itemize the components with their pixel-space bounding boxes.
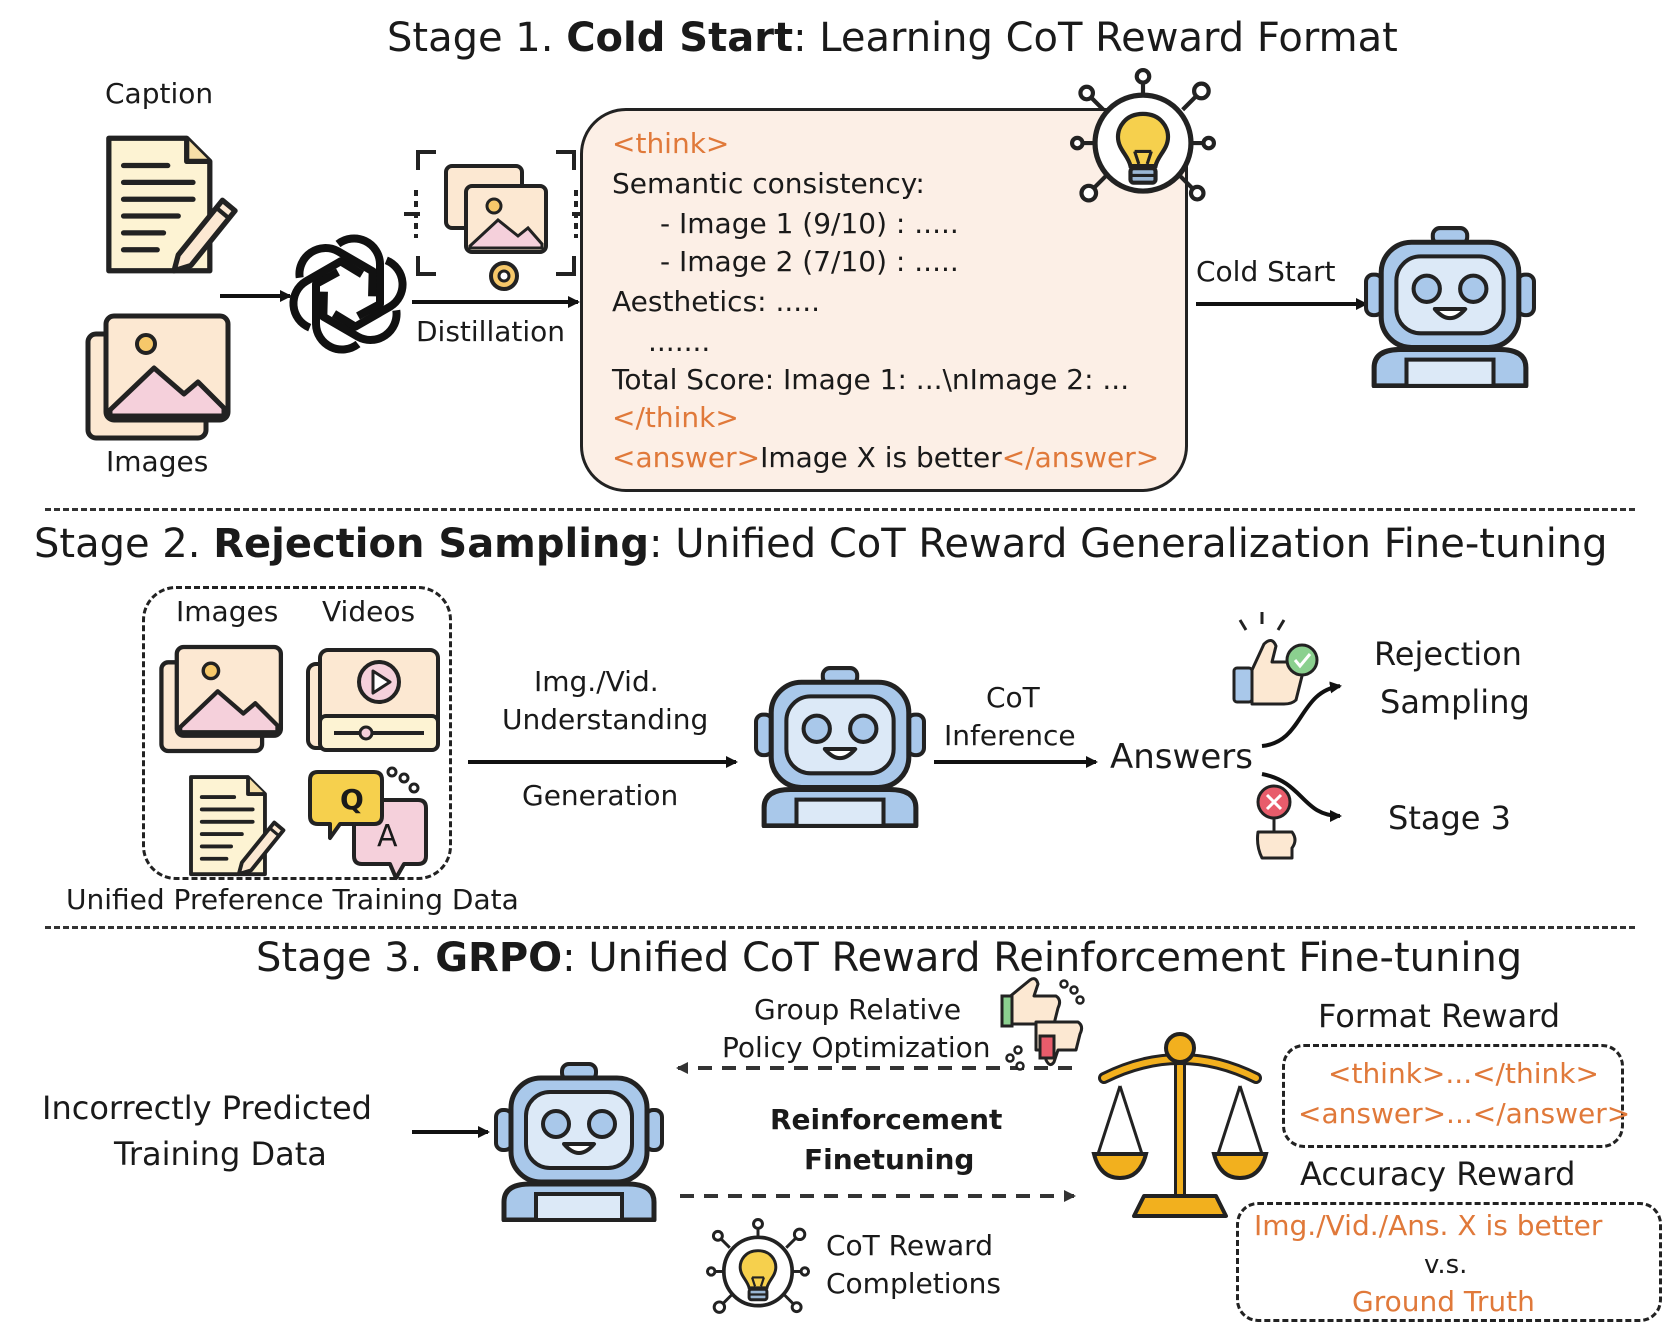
- answers-label: Answers: [1110, 737, 1253, 777]
- gpt-logo-icon: [289, 234, 407, 354]
- image1-score-line: - Image 1 (9/10) : .....: [660, 207, 959, 240]
- thumbs-up-down-icon: [1000, 977, 1085, 1071]
- stage1-title: Stage 1. Cold Start: Learning CoT Reward…: [387, 15, 1398, 61]
- lightbulb-network-icon: [1070, 68, 1216, 214]
- grpo-label-2: Policy Optimization: [722, 1031, 991, 1064]
- think-close-tag: </think>: [612, 401, 739, 434]
- input-label-1: Incorrectly Predicted: [42, 1089, 372, 1127]
- accuracy-ground-truth-line: Ground Truth: [1352, 1285, 1535, 1318]
- format-reward-label: Format Reward: [1318, 997, 1561, 1035]
- stage2-videos-label: Videos: [322, 595, 416, 628]
- completions-label-2: Completions: [826, 1267, 1001, 1300]
- qa-a-letter: A: [377, 819, 398, 854]
- accuracy-reward-label: Accuracy Reward: [1300, 1155, 1576, 1193]
- preference-data-box: [142, 586, 452, 880]
- rejected-cross-icon: [1256, 784, 1297, 860]
- accuracy-vs-line: v.s.: [1424, 1250, 1468, 1280]
- cot-label-1: CoT: [986, 681, 1040, 714]
- completions-label-1: CoT Reward: [826, 1229, 993, 1262]
- unified-preference-data-label: Unified Preference Training Data: [66, 883, 519, 916]
- distillation-icon: [404, 150, 588, 291]
- rf-label-2: Finetuning: [804, 1143, 975, 1176]
- images-stack-icon: [88, 316, 228, 438]
- format-think-line: <think>...</think>: [1328, 1057, 1599, 1090]
- understanding-label-2: Understanding: [502, 703, 709, 736]
- divider-1: [45, 508, 1635, 511]
- accuracy-line-1: Img./Vid./Ans. X is better: [1254, 1209, 1603, 1242]
- cold-start-label: Cold Start: [1196, 255, 1336, 288]
- images-label: Images: [106, 445, 209, 478]
- aesthetics-line: Aesthetics: .....: [612, 285, 821, 318]
- distillation-label: Distillation: [416, 315, 566, 348]
- robot-stage2: [754, 666, 926, 828]
- cot-label-2: Inference: [944, 719, 1076, 752]
- image2-score-line: - Image 2 (7/10) : .....: [660, 245, 959, 278]
- caption-document-icon: [109, 138, 235, 271]
- cot-reward-format-box: [580, 108, 1188, 492]
- semantic-consistency-line: Semantic consistency:: [612, 167, 925, 200]
- caption-label: Caption: [105, 77, 214, 110]
- thumbs-up-check-icon: [1232, 612, 1319, 706]
- stage2-images-label: Images: [176, 595, 279, 628]
- divider-2: [45, 926, 1635, 929]
- qa-chat-icon: [308, 766, 428, 880]
- grpo-label-1: Group Relative: [754, 993, 962, 1026]
- accuracy-reward-box: [1236, 1202, 1662, 1322]
- stage2-title: Stage 2. Rejection Sampling: Unified CoT…: [34, 521, 1608, 567]
- qa-q-letter: Q: [340, 783, 364, 816]
- input-label-2: Training Data: [114, 1135, 327, 1173]
- rf-label-1: Reinforcement: [770, 1103, 1003, 1136]
- think-open-tag: <think>: [612, 127, 730, 160]
- videos-icon: [306, 648, 440, 752]
- completions-lightbulb-icon: [706, 1218, 810, 1322]
- robot-stage1: [1364, 226, 1536, 388]
- rejection-label-1: Rejection: [1374, 635, 1522, 673]
- stage3-title: Stage 3. GRPO: Unified CoT Reward Reinfo…: [256, 935, 1523, 981]
- generation-label: Generation: [522, 779, 679, 812]
- understanding-label-1: Img./Vid.: [534, 665, 659, 698]
- arrow-to-rejection: [1261, 681, 1342, 748]
- stage3-label: Stage 3: [1388, 799, 1511, 837]
- ellipsis-line: .......: [648, 325, 711, 358]
- robot-stage3: [494, 1062, 664, 1222]
- total-score-line: Total Score: Image 1: ...\nImage 2: ...: [612, 363, 1130, 396]
- answer-line: <answer>Image X is better</answer>: [612, 441, 1160, 474]
- arrow-to-stage3: [1261, 772, 1342, 822]
- format-answer-line: <answer>...</answer>: [1298, 1097, 1631, 1130]
- scales-of-justice-icon: [1091, 1032, 1269, 1218]
- format-reward-box: [1282, 1044, 1624, 1148]
- rejection-label-2: Sampling: [1380, 683, 1530, 721]
